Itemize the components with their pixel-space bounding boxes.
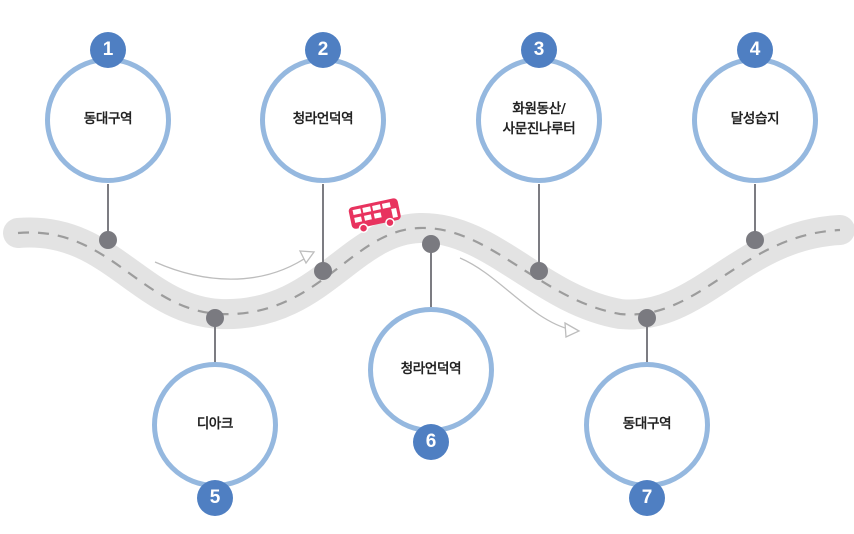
connector-stop-6 [430,244,432,307]
direction-arrow-right [154,250,316,280]
stop-6-circle: 청라언덕역 [368,307,494,433]
stop-5-number-badge: 5 [197,480,233,516]
stop-3-circle: 화원동산/ 사문진나루터 [476,57,602,183]
road-node-1 [99,231,117,249]
road-node-2 [314,262,332,280]
bus-icon [348,198,401,233]
connector-stop-7 [646,318,648,363]
stop-7-circle: 동대구역 [584,362,710,488]
stop-1-label: 동대구역 [83,111,133,128]
stop-1-circle: 동대구역 [45,57,171,183]
stop-2-label: 청라언덕역 [292,111,354,128]
stop-3-number-badge: 3 [521,32,557,68]
road-node-4 [746,231,764,249]
stop-4-label: 달성습지 [730,111,780,128]
stop-4-circle: 달성습지 [692,57,818,183]
stop-4-number-badge: 4 [737,32,773,68]
road-node-3 [530,262,548,280]
road-node-6 [422,235,440,253]
road-node-7 [638,309,656,327]
stop-6-number-badge: 6 [413,424,449,460]
stop-5-circle: 디아크 [152,362,278,488]
direction-arrow-down-right [459,257,581,338]
stop-1-number-badge: 1 [90,32,126,68]
connector-stop-2 [322,184,324,270]
stop-6-label: 청라언덕역 [400,361,462,378]
stop-2-circle: 청라언덕역 [260,57,386,183]
road-node-5 [206,309,224,327]
stop-7-label: 동대구역 [622,416,672,433]
connector-stop-3 [538,184,540,270]
stop-2-number-badge: 2 [305,32,341,68]
connector-stop-4 [754,184,756,240]
connector-stop-5 [214,318,216,363]
stop-3-label: 화원동산/ 사문진나루터 [502,101,576,137]
stop-5-label: 디아크 [196,416,234,433]
stop-7-number-badge: 7 [629,480,665,516]
road-center-dashes [17,226,841,316]
connector-stop-1 [107,184,109,240]
